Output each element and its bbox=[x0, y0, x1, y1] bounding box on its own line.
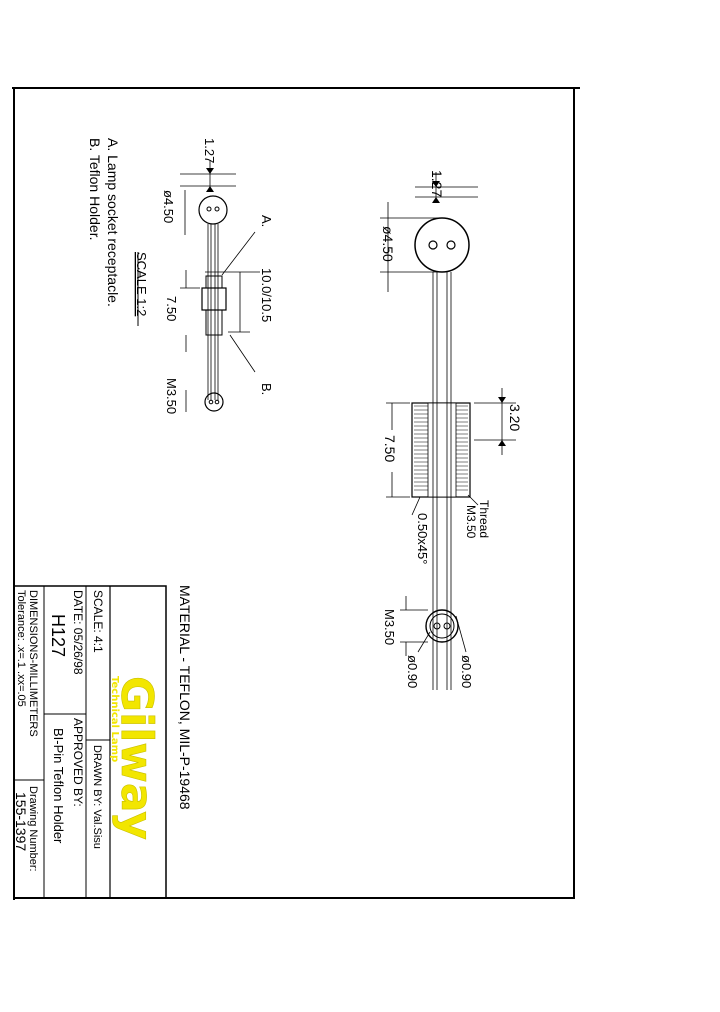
notes: A. Lamp socket receptacle. B. Teflon Hol… bbox=[87, 138, 149, 326]
hole-label-a: ø0.90 bbox=[459, 655, 474, 688]
small-dim-top: 1.27 bbox=[202, 138, 217, 163]
tb-part: H127 bbox=[48, 614, 68, 657]
tb-drawing-number-label: Drawing Number: bbox=[27, 786, 39, 872]
title-block: Gilway Technical Lamp SCALE: 4:1 DATE: 0… bbox=[13, 585, 167, 899]
note-b: B. Teflon Holder. bbox=[87, 138, 103, 240]
large-view: 1.27 ø4.50 bbox=[380, 170, 523, 690]
chamfer-label: 0.50x45° bbox=[415, 513, 430, 564]
small-dim-length: 10.0/10.5 bbox=[259, 268, 274, 322]
scale-small-label: SCALE 1:2 bbox=[134, 252, 149, 316]
tb-drawn-by: DRAWN BY: Val.Sisu bbox=[91, 745, 103, 849]
thread-label: Thread bbox=[477, 500, 491, 538]
tb-date: DATE: 05/26/98 bbox=[71, 590, 85, 675]
small-view: 1.27 ø4.50 A. 10.0/10.5 7.50 B. bbox=[161, 138, 274, 414]
large-dim-dia: ø4.50 bbox=[380, 226, 396, 262]
tb-approved-by: APPROVED BY: bbox=[71, 718, 85, 807]
note-a: A. Lamp socket receptacle. bbox=[105, 138, 121, 307]
small-label-b: B. bbox=[259, 383, 274, 395]
material-note: MATERIAL - TEFLON, MIL-P-19468 bbox=[177, 585, 193, 810]
small-dim-dia: ø4.50 bbox=[161, 190, 176, 223]
tb-tolerance: Tolerance: .x=.1 .xx=.05 bbox=[15, 590, 27, 707]
large-dim-top: 1.27 bbox=[429, 170, 445, 197]
large-dim-body: 7.50 bbox=[382, 435, 398, 462]
tb-units: DIMENSIONS-MILLIMETERS bbox=[27, 590, 39, 737]
large-dim-thread-len: 3.20 bbox=[507, 404, 523, 431]
gilway-logo: Gilway Technical Lamp bbox=[109, 676, 162, 841]
small-dim-body: 7.50 bbox=[164, 296, 179, 321]
tb-drawing-number: 155-1397 bbox=[13, 792, 29, 851]
large-dim-end: M3.50 bbox=[382, 609, 397, 645]
logo-sub: Technical Lamp bbox=[109, 676, 120, 762]
tb-scale: SCALE: 4:1 bbox=[91, 590, 105, 653]
thread-size: M3.50 bbox=[464, 505, 478, 539]
tb-description: BI-Pin Teflon Holder bbox=[51, 728, 66, 844]
logo-main: Gilway bbox=[111, 676, 162, 840]
hole-label-b: ø0.90 bbox=[405, 655, 420, 688]
small-label-a: A. bbox=[259, 215, 274, 227]
small-dim-thread: M3.50 bbox=[164, 378, 179, 414]
